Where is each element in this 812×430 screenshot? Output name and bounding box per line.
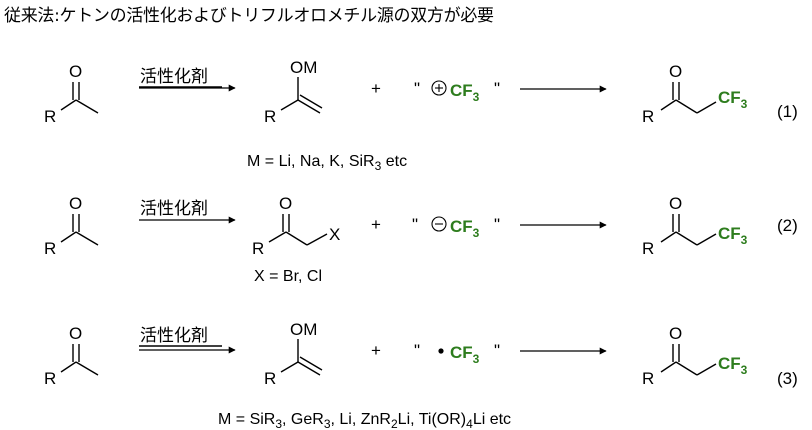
ketone-oxygen: O: [69, 324, 82, 343]
circle-plus-icon: [431, 80, 447, 96]
ketone-2: O R: [44, 194, 99, 258]
enolate-om: OM: [290, 320, 317, 339]
equation-label-2: (2): [777, 216, 798, 235]
product-cf3-subscript: 3: [741, 233, 748, 247]
cf3-radical: " CF3 ": [414, 341, 500, 366]
radical-dot-icon: [438, 348, 444, 354]
product-2: O R CF3: [642, 194, 748, 258]
note-1: M = Li, Na, K, SiR3 etc: [247, 153, 407, 173]
svg-text:CF3: CF3: [718, 224, 748, 247]
cf3-cation: " CF3 ": [414, 79, 500, 104]
product-1: O R CF3: [642, 62, 748, 126]
ketone-r-group: R: [44, 369, 56, 388]
plus-sign: +: [371, 79, 381, 98]
product-r-group: R: [642, 107, 654, 126]
cf3-subscript: 3: [473, 226, 480, 240]
scheme-title: 従来法:ケトンの活性化およびトリフルオロメチル源の双方が必要: [4, 6, 494, 26]
svg-text:CF3: CF3: [718, 354, 748, 377]
ketone-3: O R: [44, 324, 99, 388]
ketone-oxygen: O: [69, 62, 82, 81]
activator-label: 活性化剤: [140, 326, 208, 346]
cf3-text: CF: [450, 217, 473, 236]
product-oxygen: O: [669, 194, 682, 213]
halogen-x: X: [329, 225, 340, 244]
equation-label-3: (3): [777, 369, 798, 388]
quote-open: ": [414, 79, 420, 98]
enolate-r-group: R: [264, 107, 276, 126]
svg-text:CF3: CF3: [718, 88, 748, 111]
plus-sign: +: [371, 341, 381, 360]
row-2: O R 活性化剤 O X R + " CF3 " O: [44, 194, 798, 285]
cf3-anion: " CF3 ": [412, 215, 500, 240]
ketone-oxygen: O: [69, 194, 82, 213]
product-3: O R CF3: [642, 324, 748, 388]
svg-text:CF3: CF3: [450, 81, 480, 104]
product-r-group: R: [642, 239, 654, 258]
ketone-1: O R: [44, 62, 99, 126]
activator-label: 活性化剤: [140, 199, 208, 219]
product-oxygen: O: [669, 62, 682, 81]
quote-close: ": [494, 341, 500, 360]
svg-text:CF3: CF3: [450, 217, 480, 240]
cf3-subscript: 3: [473, 90, 480, 104]
product-cf3-subscript: 3: [741, 363, 748, 377]
cf3-text: CF: [450, 343, 473, 362]
plus-sign: +: [371, 215, 381, 234]
product-cf3-text: CF: [718, 88, 741, 107]
svg-text:CF3: CF3: [450, 343, 480, 366]
product-cf3-subscript: 3: [741, 97, 748, 111]
enolate-om: OM: [290, 58, 317, 77]
row-1: O R 活性化剤 OM R + " CF3 ": [44, 58, 798, 173]
note-2: X = Br, Cl: [254, 268, 322, 285]
enolate-r-group: R: [264, 369, 276, 388]
enolate-3: OM R: [264, 320, 323, 388]
quote-open: ": [414, 341, 420, 360]
product-cf3-text: CF: [718, 354, 741, 373]
equation-label-1: (1): [777, 102, 798, 121]
quote-close: ": [494, 215, 500, 234]
row-3: O R 活性化剤 OM R + " CF3 " O: [44, 320, 798, 430]
product-r-group: R: [642, 369, 654, 388]
haloketone-r-group: R: [252, 239, 264, 258]
cf3-subscript: 3: [473, 352, 480, 366]
cf3-text: CF: [450, 81, 473, 100]
haloketone-oxygen: O: [279, 194, 292, 213]
ketone-r-group: R: [44, 107, 56, 126]
alpha-haloketone: O X R: [252, 194, 340, 258]
enolate-1: OM R: [264, 58, 323, 126]
circle-minus-icon: [431, 216, 447, 232]
activator-label: 活性化剤: [140, 67, 208, 87]
product-oxygen: O: [669, 324, 682, 343]
quote-close: ": [494, 79, 500, 98]
product-cf3-text: CF: [718, 224, 741, 243]
note-3: M = SiR3, GeR3, Li, ZnR2Li, Ti(OR)4Li et…: [218, 411, 511, 430]
quote-open: ": [412, 215, 418, 234]
ketone-r-group: R: [44, 239, 56, 258]
